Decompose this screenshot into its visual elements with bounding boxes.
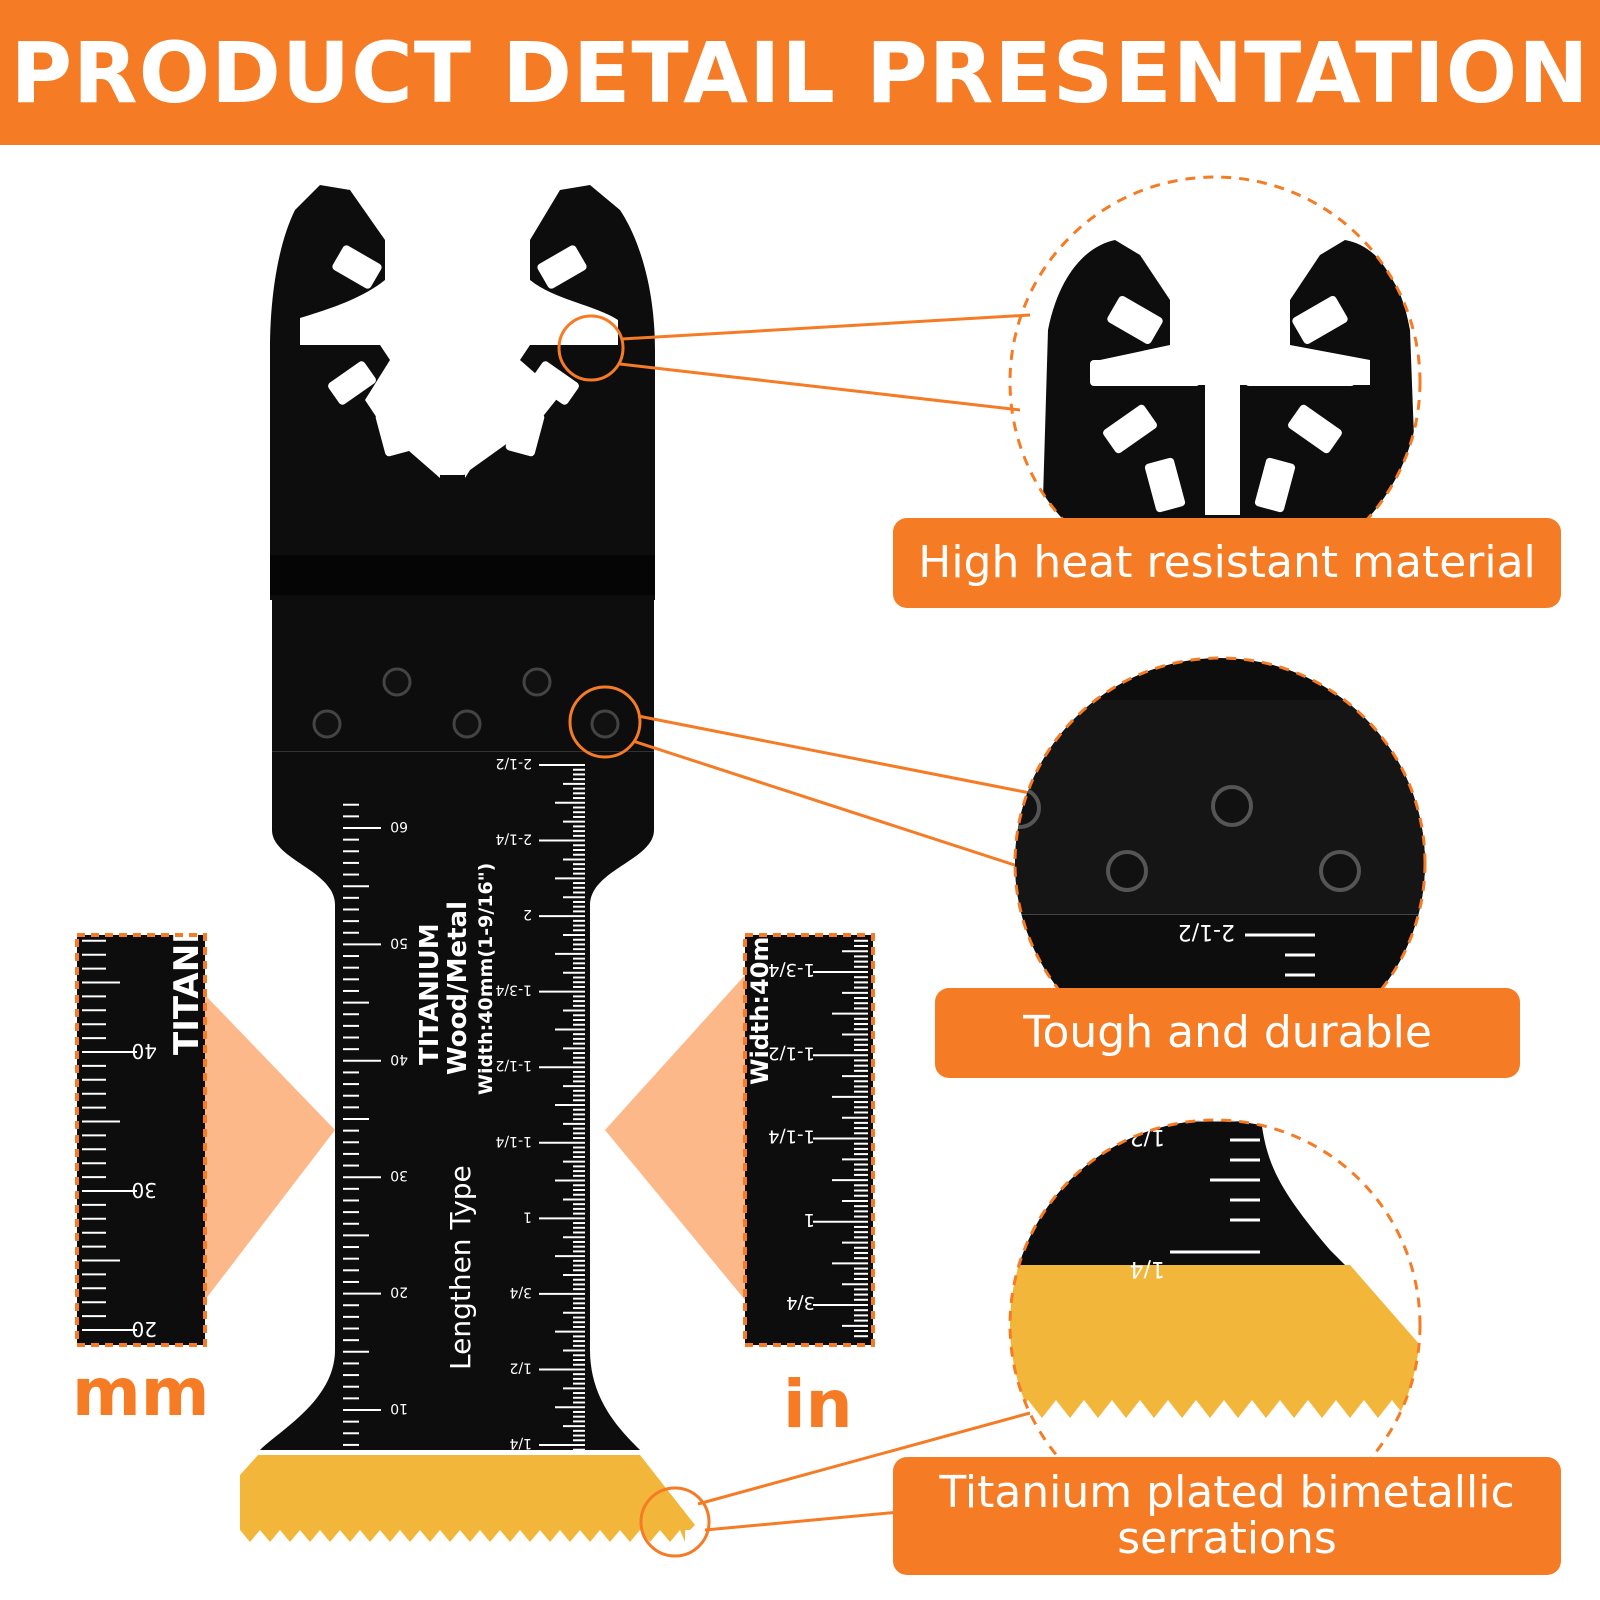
heat-zoom-ring [1008,175,1422,589]
in-label-1-3/4: 1-3/4 [495,982,532,998]
in-label-1/2: 1/2 [509,1359,532,1375]
callout-heat-text: High heat resistant material [918,536,1536,588]
durable-zoom-label: 2-1/2 [1178,919,1235,944]
in-label-2: 2 [523,906,532,922]
mm-label-20: 20 [390,1284,408,1300]
in-zoom-label-1: 1 [804,1209,815,1230]
mm-zoom-label-40: 40 [132,1039,157,1063]
in-zoom-width: Width:40mm [746,912,774,1085]
durable-zoom-ring [1013,656,1427,1070]
connector-lines [619,313,1031,1532]
in-zoom-pointer [605,975,745,1300]
blade-material: Wood/Metal [443,901,473,1075]
teeth-zoom-label-quarter: 1/4 [1130,1256,1165,1281]
blade-width: Width:40mm(1-9/16") [475,863,497,1095]
mm-zoom-box: 20 30 40 TITANI [75,931,207,1347]
header-banner: PRODUCT DETAIL PRESENTATION [0,0,1600,145]
unit-mm-label: mm [72,1354,210,1431]
in-zoom-label-1-1/4: 1-1/4 [768,1126,815,1147]
blade-brand: TITANIUM [415,923,445,1065]
in-zoom-label-3/4: 3/4 [786,1292,815,1313]
callout-titanium-serrations: Titanium plated bimetallic serrations [893,1457,1561,1575]
in-label-1-1/4: 1-1/4 [495,1133,532,1149]
in-label-3/4: 3/4 [509,1284,532,1300]
mm-label-40: 40 [390,1051,408,1067]
in-ruler [539,764,585,1451]
in-label-1: 1 [523,1208,532,1224]
mm-zoom-label-20: 20 [132,1317,157,1341]
callout-durable-text: Tough and durable [1023,1006,1432,1058]
saw-blade: 10 20 30 40 50 60 1/4 1/2 3/4 1 1-1/4 1-1/2 1-3/4 2 2… [240,185,711,1558]
callout-heat-resistant: High heat resistant material [893,518,1561,608]
mm-ruler [343,803,381,1446]
unit-in-label: in [783,1366,853,1443]
blade-teeth [240,1455,695,1530]
in-label-2-1/2: 2-1/2 [496,755,533,771]
page-title: PRODUCT DETAIL PRESENTATION [10,23,1590,122]
in-label-1-1/2: 1-1/2 [496,1057,533,1073]
in-zoom-label-1-3/4: 1-3/4 [768,959,815,980]
mm-ruler-labels: 10 20 30 40 50 60 [390,818,408,1416]
teeth-zoom-ring [1008,1118,1422,1532]
blade-type: Lengthen Type [444,1165,477,1370]
heat-marker [557,314,625,382]
durable-marker [568,685,642,759]
blade-mount [270,185,655,555]
heat-zoom [1040,240,1420,587]
teeth-zoom: 1/2 1/4 [1010,1120,1420,1418]
in-ruler-labels: 1/4 1/2 3/4 1 1-1/4 1-1/2 1-3/4 2 2-1/4 2-1/2 [495,755,532,1451]
mm-label-10: 10 [390,1400,408,1416]
callout-serrations-text: Titanium plated bimetallic serrations [939,1466,1515,1564]
in-zoom-label-1-1/2: 1-1/2 [768,1042,815,1063]
mm-label-30: 30 [390,1167,408,1183]
in-label-2-1/4: 2-1/4 [495,831,532,847]
in-zoom-box: 3/4 1 1-1/4 1-1/2 1-3/4 Width:40mm [743,912,875,1347]
teeth-marker [639,1486,711,1558]
mm-zoom-pointer [205,995,335,1300]
mm-label-50: 50 [390,934,408,950]
blade-shaft [260,752,654,1450]
callout-tough-durable: Tough and durable [935,988,1520,1078]
mm-zoom-label-30: 30 [132,1178,157,1202]
in-label-1/4: 1/4 [509,1435,532,1451]
mm-label-60: 60 [390,818,408,834]
mm-zoom-brand: TITANI [167,931,207,1055]
